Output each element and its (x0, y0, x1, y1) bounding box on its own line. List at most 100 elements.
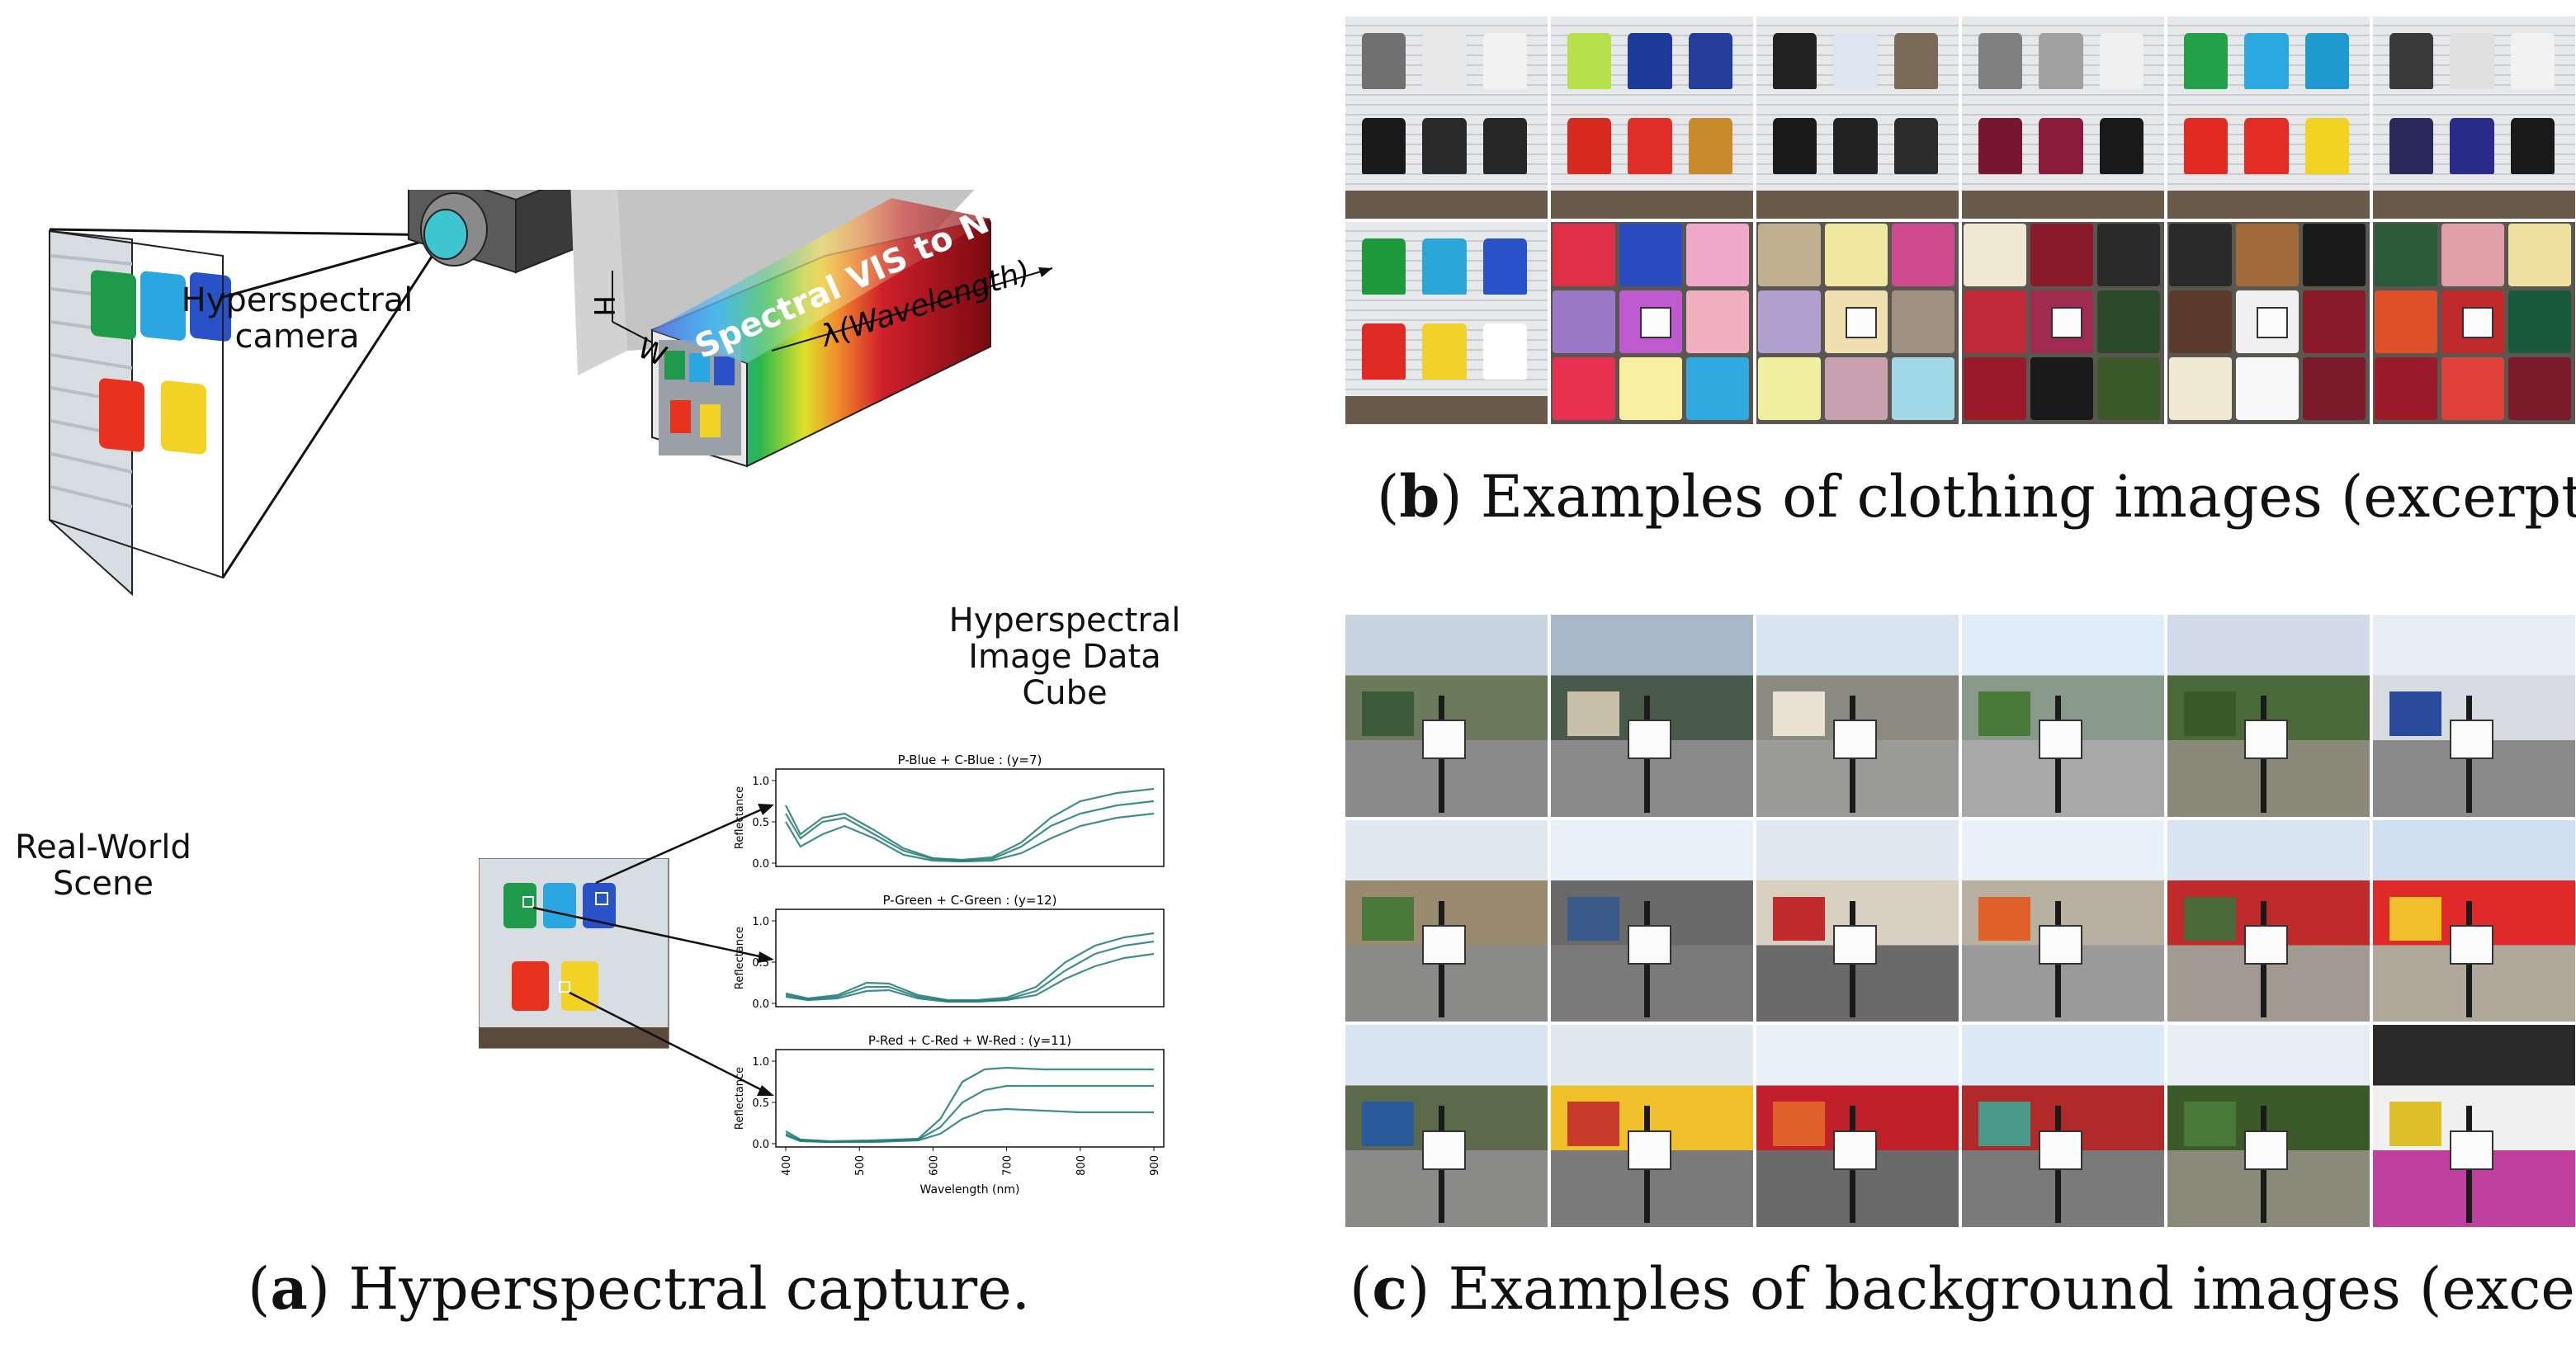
scene-object (1567, 1102, 1620, 1147)
folded-cloth (1892, 357, 1955, 421)
chart-arrows (532, 804, 774, 1096)
clothing-image-tile (1756, 222, 1959, 424)
x-tick-label: 500 (854, 1155, 867, 1176)
shirt (1361, 117, 1406, 175)
reference-card (2039, 720, 2083, 760)
cube-label: Hyperspectral Image Data Cube (948, 602, 1181, 712)
folded-cloth (2169, 224, 2233, 287)
folded-cloth (2303, 357, 2366, 421)
reference-card (1639, 306, 1672, 339)
reflectance-charts: P-Blue + C-Blue : (y=7)Reflectance0.00.5… (734, 753, 1165, 1196)
shirt (1772, 117, 1817, 175)
reference-card (2450, 720, 2494, 760)
background-image-tile (1962, 615, 2164, 817)
folded-cloth (2097, 357, 2161, 421)
reference-card (2461, 306, 2494, 339)
background-image-tile (1551, 819, 1753, 1022)
background-image-tile (1962, 1025, 2164, 1227)
caption-c: (c) Examples of background images (excer… (1349, 1254, 2576, 1323)
ground (2167, 190, 2370, 219)
folded-cloth (1619, 357, 1683, 421)
shirt (2450, 117, 2494, 175)
camera-beam (570, 190, 627, 375)
folded-cloth (2030, 224, 2094, 287)
scene-object (1978, 896, 2031, 942)
folded-cloth (1892, 224, 1955, 287)
background-image-tile (1345, 1025, 1548, 1227)
y-tick-label: 0.5 (752, 1097, 769, 1110)
folded-cloth (1553, 224, 1616, 287)
shirt (1628, 32, 1672, 90)
scene-object (1567, 896, 1620, 942)
scene-object (1361, 691, 1415, 736)
background-image-tile (1756, 615, 1959, 817)
shirt (1422, 32, 1467, 90)
scene-object (1978, 691, 2031, 736)
scene-object (1772, 896, 1826, 942)
reference-card (2256, 306, 2289, 339)
scene-object (2389, 1102, 2442, 1147)
folded-cloth (2097, 290, 2161, 354)
reference-card (1628, 924, 1672, 965)
clothing-image-grid (1345, 17, 2575, 424)
shirt (1688, 32, 1733, 90)
x-tick-label: 900 (1149, 1155, 1161, 1176)
chart-title: P-Red + C-Red + W-Red : (y=11) (868, 1033, 1071, 1048)
folded-cloth (1758, 290, 1822, 354)
folded-cloth (2169, 290, 2233, 354)
folded-cloth (1553, 290, 1616, 354)
shirt (2183, 32, 2229, 90)
scene-object (1772, 691, 1826, 736)
y-tick-label: 1.0 (752, 916, 769, 928)
caption-a: (a) Hyperspectral capture. (248, 1254, 1030, 1323)
shirt (1422, 238, 1467, 295)
shirt (2389, 117, 2434, 175)
scene-label: Real-World Scene (15, 828, 191, 903)
small-scene-photo (479, 858, 669, 1049)
background-image-tile (1756, 819, 1959, 1022)
scene-object (1361, 896, 1415, 942)
x-tick-label: 800 (1075, 1155, 1088, 1176)
projection-line-mid (222, 234, 447, 299)
reference-card (1422, 720, 1467, 760)
shirt (1361, 323, 1406, 380)
background-image-tile (1756, 1025, 1959, 1227)
clothing-image-tile (1345, 222, 1548, 424)
x-tick-label: 700 (1002, 1155, 1014, 1176)
background-image-tile (1551, 1025, 1753, 1227)
scene-object (1361, 1102, 1415, 1147)
folded-cloth (2169, 357, 2233, 421)
y-tick-label: 0.0 (752, 1139, 769, 1151)
scene-red-shirt (99, 378, 144, 452)
shirt (2389, 32, 2434, 90)
clothing-image-tile (1551, 222, 1753, 424)
reference-card (2244, 1130, 2289, 1170)
shirt (1772, 32, 1817, 90)
y-tick-label: 0.0 (752, 858, 769, 871)
folded-cloth (2236, 224, 2299, 287)
scene-object (2183, 896, 2237, 942)
folded-cloth (2303, 224, 2366, 287)
shirt (1978, 32, 2023, 90)
spectrum-line (785, 787, 1155, 861)
chart-title: P-Green + C-Green : (y=12) (883, 893, 1057, 908)
reference-card (1422, 924, 1467, 965)
camera-icon (408, 190, 595, 274)
scene-yellow-shirt (161, 380, 206, 455)
clothing-image-tile (1345, 17, 1548, 219)
shirt (1893, 117, 1939, 175)
folded-cloth (2375, 224, 2438, 287)
projection-line-bottom (221, 234, 447, 578)
folded-cloth (1686, 224, 1750, 287)
shirt (2099, 32, 2144, 90)
scene-object (2389, 691, 2442, 736)
clothing-image-tile (1962, 17, 2164, 219)
projection-line-top (49, 228, 447, 237)
caption-b: (b) Examples of clothing images (excerpt… (1377, 462, 2576, 531)
folded-cloth (1825, 224, 1888, 287)
reference-card (1833, 1130, 1878, 1170)
x-tick-label: 400 (781, 1155, 793, 1176)
shirt (2304, 32, 2350, 90)
y-axis-label: Reflectance (734, 927, 746, 989)
y-tick-label: 1.0 (752, 776, 769, 788)
